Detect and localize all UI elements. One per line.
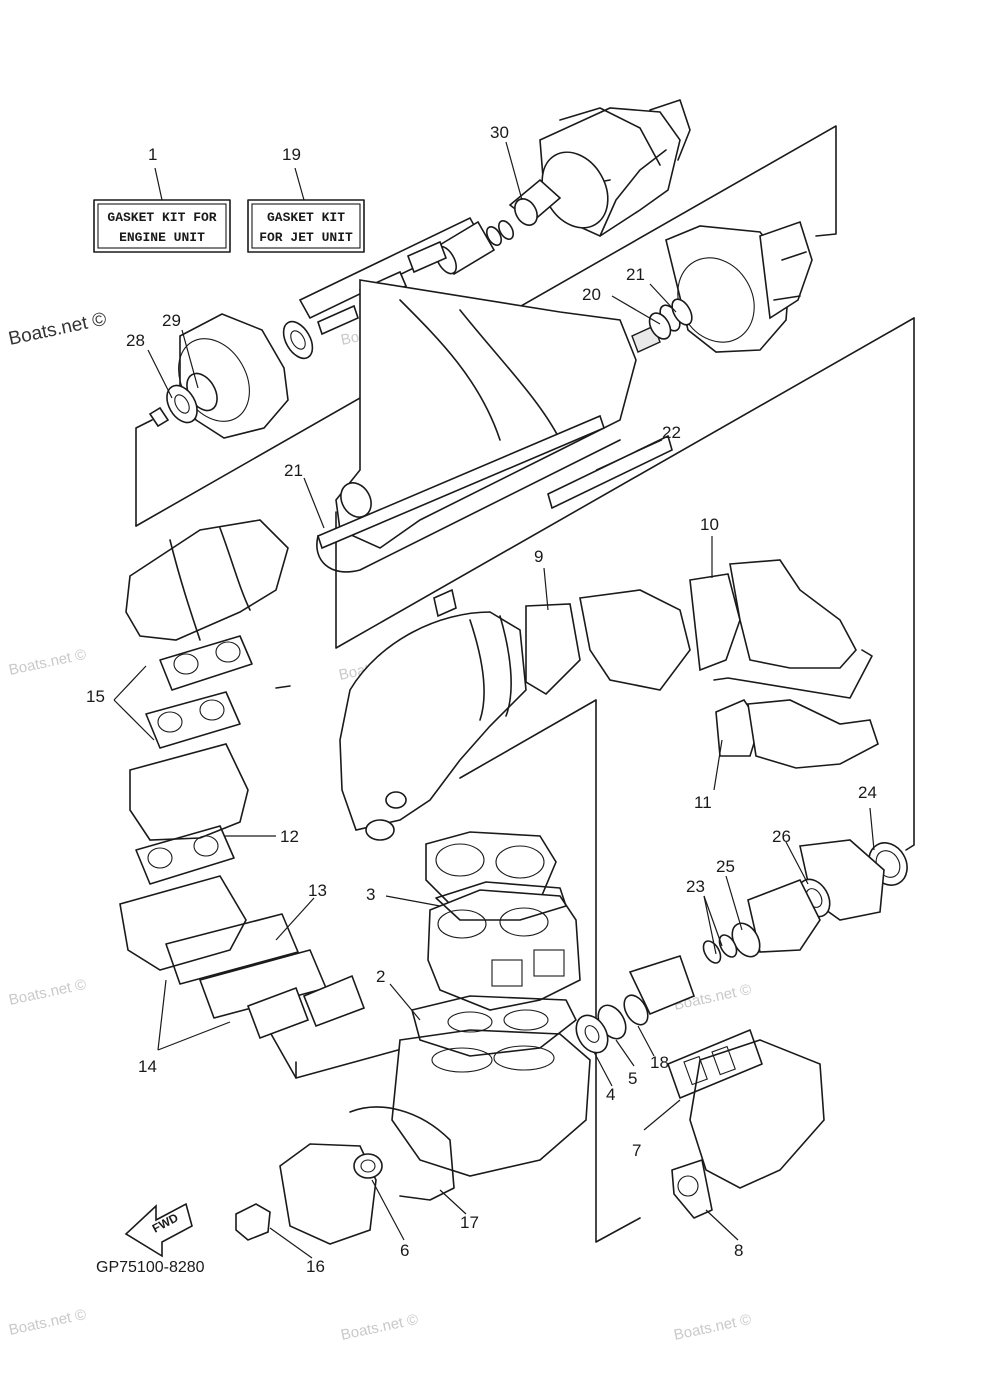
- callout-6: 6: [400, 1241, 409, 1260]
- kit-label-line2: FOR JET UNIT: [259, 230, 353, 245]
- fwd-arrow: FWD: [124, 1202, 193, 1258]
- intake-manifold-stack: [119, 635, 366, 1040]
- flywheel-cover: [279, 1106, 455, 1245]
- gasket-kit-jet-box: GASKET KIT FOR JET UNIT 19: [247, 145, 365, 253]
- impeller-housing: [631, 220, 813, 353]
- callout-18: 18: [650, 1053, 669, 1072]
- leader-lines: [113, 141, 875, 1259]
- jet-nozzle-assembly: [508, 99, 691, 237]
- callout-23: 22: [662, 423, 681, 442]
- callout-25: 24: [858, 783, 877, 802]
- callout-8: 8: [734, 1241, 743, 1260]
- kit-label-line1: GASKET KIT: [267, 210, 345, 225]
- callout-3: 3: [366, 885, 375, 904]
- exhaust-manifold-right: [667, 1029, 825, 1219]
- callout-20: 20: [582, 285, 601, 304]
- base-gasket: [411, 995, 577, 1057]
- callouts: 30 21 20 28 29 22 21 10 9 15 11 12 24 26…: [86, 123, 877, 1276]
- callout-21: 21: [626, 265, 645, 284]
- callout-14: 14: [138, 1057, 157, 1076]
- kit-label-line1: GASKET KIT FOR: [107, 210, 216, 225]
- callout-27: 26: [772, 827, 791, 846]
- exhaust-tube-left: [125, 519, 289, 641]
- callout-11: 11: [694, 793, 712, 812]
- fuel-pump: [235, 1203, 271, 1241]
- watermark-main: Boats.net ©: [7, 309, 109, 350]
- callout-5: 5: [628, 1069, 637, 1088]
- gasket-kit-engine-box: GASKET KIT FOR ENGINE UNIT 1: [93, 145, 231, 253]
- callout-10: 10: [700, 515, 719, 534]
- diagram-code: GP75100-8280: [96, 1259, 205, 1276]
- pump-parts-right: [575, 839, 908, 1054]
- callout-17: 17: [460, 1213, 479, 1232]
- callout-22: 21: [284, 461, 303, 480]
- callout-26: 25: [716, 857, 735, 876]
- watermark: Boats.net ©: [7, 646, 87, 679]
- watermark: Boats.net ©: [7, 1306, 87, 1339]
- callout-13: 13: [308, 881, 327, 900]
- watermark: Boats.net ©: [7, 976, 87, 1009]
- head-gasket: [435, 881, 567, 921]
- callout-12: 12: [280, 827, 299, 846]
- callout-30: 30: [490, 123, 509, 142]
- watermark: Boats.net ©: [339, 1311, 419, 1344]
- callout-2: 2: [376, 967, 385, 986]
- watermark: Boats.net ©: [672, 1311, 752, 1344]
- callout-1: 1: [148, 145, 157, 164]
- callout-9: 9: [534, 547, 543, 566]
- callout-7: 7: [632, 1141, 641, 1160]
- callout-15: 15: [86, 687, 105, 706]
- callout-16: 16: [306, 1257, 325, 1276]
- callout-24: 23: [686, 877, 705, 896]
- callout-19: 19: [282, 145, 301, 164]
- callout-29: 29: [162, 311, 181, 330]
- kit-label-line2: ENGINE UNIT: [119, 230, 205, 245]
- intake-duct: [316, 279, 673, 573]
- callout-4: 4: [606, 1085, 615, 1104]
- intermediate-housing: [148, 313, 289, 439]
- callout-28: 28: [126, 331, 145, 350]
- crankcase: [391, 1029, 591, 1177]
- exhaust-pipe: [339, 559, 879, 841]
